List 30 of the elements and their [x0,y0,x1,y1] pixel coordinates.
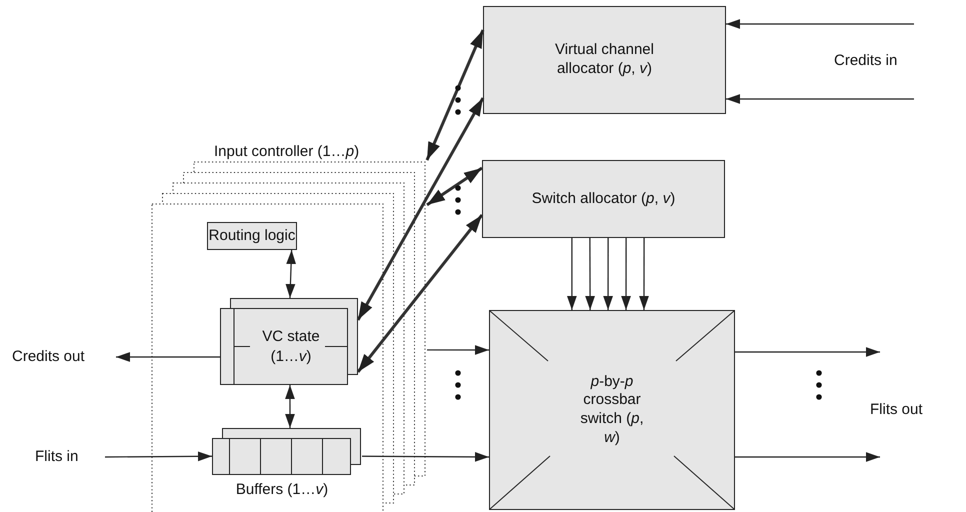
controller-frame-stack [150,142,427,512]
arrow [735,347,880,357]
signal-label: Credits out [12,347,116,367]
arrow [621,238,631,310]
bidirectional-arrow [356,97,484,321]
bidirectional-arrow [426,166,483,206]
allocator-box: Virtual channel allocator (p, v) [483,6,726,114]
arrow [116,352,220,362]
signal-label: Flits out [870,400,940,420]
arrow [567,238,577,310]
arrow [585,238,595,310]
process-box: Routing logic [207,222,297,250]
arrow [639,238,649,310]
crossbar-box: p-by-p crossbar switch (p, w) [489,310,735,510]
arrow [285,385,295,428]
buffer-queue: Buffers (1…v) [212,428,362,500]
signal-label: Credits in [834,51,914,71]
arrow [105,451,212,462]
arrow [427,345,489,355]
frame-title: Input controller (1…p) [214,142,360,162]
signal-label: Flits in [35,447,105,467]
arrow [726,19,914,29]
bidirectional-arrow [356,214,484,373]
arrow [286,250,296,298]
arrow [735,452,880,462]
arrow [362,452,489,462]
allocator-box: Switch allocator (p, v) [482,160,725,238]
arrow [726,94,914,104]
bidirectional-arrow [426,29,484,161]
arrow [603,238,613,310]
